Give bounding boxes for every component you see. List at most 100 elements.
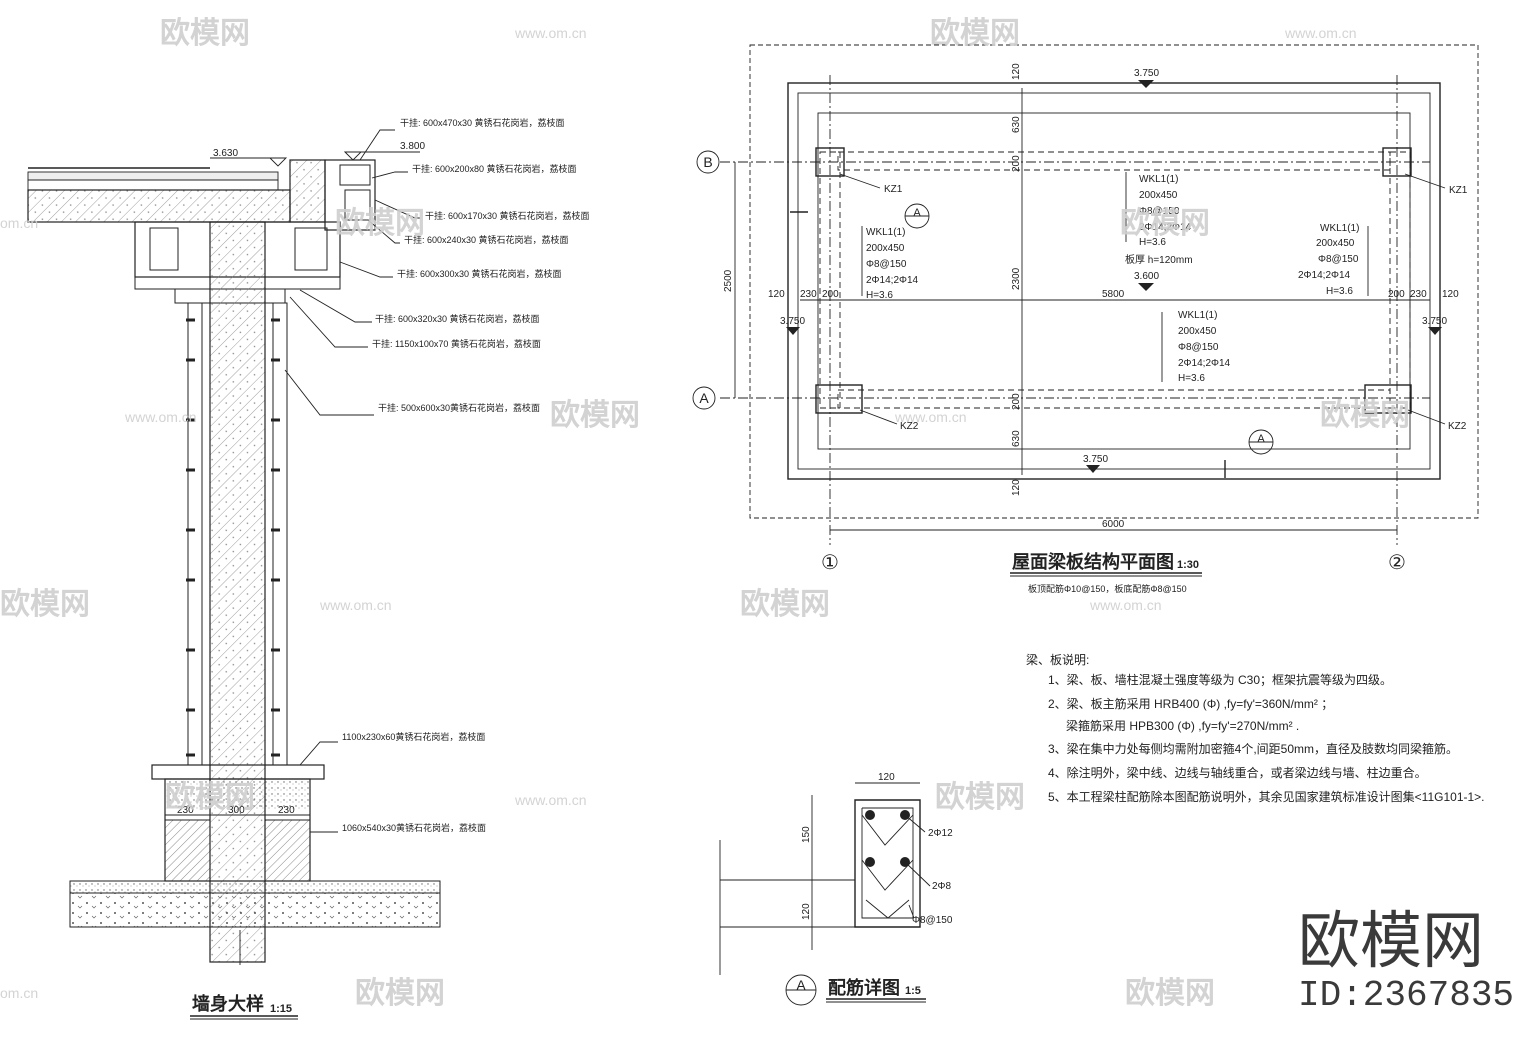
- roof-plan-scale: 1:30: [1177, 559, 1199, 571]
- beam-ct-2: 200x450: [1139, 190, 1178, 201]
- note-item-4: 4、除注明外，梁中线、边线与轴线重合，或者梁边线与墙、柱边重合。: [1048, 765, 1427, 780]
- watermark-logo: 欧模网: [550, 399, 640, 432]
- beam-cb-4: 2Φ14;2Φ14: [1178, 358, 1231, 369]
- vdim-1: 120: [1011, 63, 1022, 80]
- wall-section-title: 墙身大样: [192, 993, 264, 1014]
- beam-left-2: 200x450: [866, 243, 905, 254]
- vdim-5: 200: [1011, 393, 1022, 410]
- kz2-left-label: KZ2: [900, 421, 919, 432]
- wall-note-5: 干挂: 600x300x30 黄锈石花岗岩，荔枝面: [397, 268, 562, 279]
- section-mark-bottom: A: [1257, 433, 1265, 445]
- watermark-url: www.om.cn: [894, 409, 967, 425]
- wall-note-1: 干挂: 600x470x30 黄锈石花岗岩，荔枝面: [400, 117, 565, 128]
- watermark-logo: 欧模网: [1125, 977, 1215, 1010]
- watermark-logo: 欧模网: [1120, 207, 1210, 240]
- leader-line: [299, 741, 338, 766]
- vdim-3: 200: [1011, 155, 1022, 172]
- level-3630: 3.630: [213, 148, 238, 159]
- rebar-label-3: Φ8@150: [912, 915, 953, 926]
- roof-plan-title: 屋面梁板结构平面图: [1012, 551, 1174, 572]
- watermark-logo: 欧模网: [935, 781, 1025, 814]
- brand-name: 欧模网: [1298, 907, 1484, 976]
- hdim-r3: 120: [1442, 289, 1459, 300]
- column-kz1-right: [1382, 147, 1412, 177]
- grid-col-2: ②: [1388, 552, 1406, 574]
- beam-ct-4: 2Φ14;2Φ14: [1139, 222, 1192, 233]
- wall-note-3: 干挂: 600x170x30 黄锈石花岗岩，荔枝面: [425, 210, 590, 221]
- rebar-left-dim-1: 150: [801, 826, 812, 843]
- level-right: 3.750: [1422, 316, 1447, 327]
- beam-cb-3: Φ8@150: [1178, 342, 1219, 353]
- grid-row-a: A: [699, 390, 709, 406]
- beam-left-3: Φ8@150: [866, 259, 907, 270]
- level-left: 3.750: [780, 316, 805, 327]
- hdim-l1: 120: [768, 289, 785, 300]
- roof-plan-subnote: 板顶配筋Φ10@150，板底配筋Φ8@150: [1028, 583, 1187, 594]
- rebar-label-1: 2Φ12: [928, 828, 953, 839]
- hdim-center: 5800: [1102, 289, 1125, 300]
- watermark-logo: 欧模网: [160, 17, 250, 50]
- leader-line: [299, 289, 372, 323]
- level-bottom: 3.750: [1083, 454, 1108, 465]
- wall-note-8: 干挂: 500x600x30黄锈石花岗岩，荔枝面: [378, 402, 540, 413]
- hdim-overall: 6000: [1102, 519, 1125, 530]
- watermark-url: www.om.cn: [1089, 597, 1162, 613]
- rebar-detail: 120 150 120 2Φ12 2Φ8 Φ8@150 A 配筋详图 1:5: [719, 772, 953, 1006]
- beam-left-5: H=3.6: [866, 290, 893, 301]
- notes-heading: 梁、板说明:: [1026, 652, 1089, 667]
- watermark-logo: 欧模网: [335, 207, 425, 240]
- leader-line: [367, 219, 400, 244]
- column-kz2-right: [1364, 384, 1412, 414]
- leader-line: [339, 261, 393, 278]
- note-item-2: 2、梁、板主筋采用 HRB400 (Φ) ,fy=fy'=360N/mm² ；: [1048, 696, 1333, 711]
- level-mid: 3.600: [1134, 271, 1159, 282]
- grid-col-1: ①: [821, 552, 839, 574]
- beam-cb-1: WKL1(1): [1178, 310, 1217, 321]
- leader-line: [284, 369, 374, 416]
- watermark-logo: 欧模网: [165, 781, 255, 814]
- vdim-4: 2300: [1011, 267, 1022, 290]
- watermark-layer: 欧模网 www.om.cn 欧模网 www.om.cn om.cn 欧模网 欧模…: [0, 17, 1410, 1010]
- note-item-5: 5、本工程梁柱配筋除本图配筋说明外，其余见国家建筑标准设计图集<11G101-1…: [1048, 789, 1485, 804]
- leader-line: [374, 199, 420, 219]
- wall-note-10: 1060x540x30黄锈石花岗岩，荔枝面: [342, 822, 486, 833]
- watermark-url: www.om.cn: [514, 25, 587, 41]
- watermark-url: www.om.cn: [124, 409, 197, 425]
- wall-note-7: 干挂: 1150x100x70 黄锈石花岗岩，荔枝面: [372, 338, 541, 349]
- beam-ct-1: WKL1(1): [1139, 174, 1178, 185]
- kz1-right-label: KZ1: [1449, 185, 1468, 196]
- beam-right-4: 2Φ14;2Φ14: [1298, 270, 1351, 281]
- beam-cb-5: H=3.6: [1178, 373, 1205, 384]
- note-item-3: 3、梁在集中力处每侧均需附加密箍4个,间距50mm，直径及肢数均同梁箍筋。: [1048, 741, 1458, 756]
- wall-note-2: 干挂: 600x200x80 黄锈石花岗岩，荔枝面: [412, 163, 577, 174]
- wall-section-scale: 1:15: [270, 1003, 292, 1015]
- kz2-right-label: KZ2: [1448, 421, 1467, 432]
- section-mark-top: A: [913, 207, 921, 219]
- leader-line: [359, 129, 395, 161]
- hdim-r2: 230: [1410, 289, 1427, 300]
- base-dim-mid: 300: [228, 805, 245, 816]
- beam-right-5: H=3.6: [1326, 286, 1353, 297]
- watermark-logo: 欧模网: [0, 588, 90, 621]
- column-kz2-left: [815, 384, 863, 414]
- watermark-logo: 欧模网: [1320, 399, 1410, 432]
- rebar-detail-scale: 1:5: [905, 985, 921, 997]
- watermark-url: www.om.cn: [1284, 25, 1357, 41]
- level-3800: 3.800: [400, 141, 425, 152]
- watermark-logo: 欧模网: [355, 977, 445, 1010]
- roof-plan: B A ① ② 120 630 200 2300 200 630 120 250…: [692, 44, 1479, 594]
- beam-left-4: 2Φ14;2Φ14: [866, 275, 919, 286]
- beam-right-1: WKL1(1): [1320, 223, 1359, 234]
- wall-note-4: 干挂: 600x240x30 黄锈石花岗岩，荔枝面: [404, 234, 569, 245]
- watermark-logo: 欧模网: [740, 588, 830, 621]
- grid-row-b: B: [703, 154, 712, 170]
- rebar-mark: A: [796, 977, 806, 993]
- vdim-overall: 2500: [723, 269, 734, 292]
- beam-right-3: Φ8@150: [1318, 254, 1359, 265]
- note-item-1: 1、梁、板、墙柱混凝土强度等级为 C30；框架抗震等级为四级。: [1048, 672, 1392, 687]
- watermark-url-partial: om.cn: [0, 985, 38, 1001]
- watermark-url: www.om.cn: [514, 792, 587, 808]
- wall-section-detail: 3.630 3.800 230 300 230 干挂: 600x470x30 黄…: [27, 117, 590, 1020]
- rebar-detail-title: 配筋详图: [828, 977, 900, 998]
